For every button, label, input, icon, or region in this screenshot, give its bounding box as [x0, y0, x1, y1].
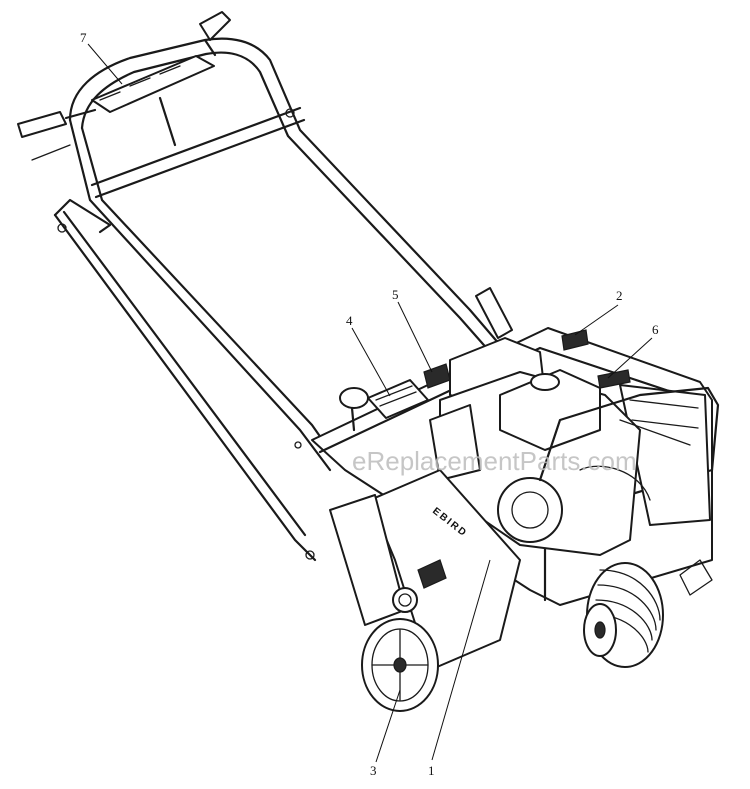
decals: [339, 329, 631, 432]
callout-1-label: 1: [428, 763, 435, 778]
engine: [429, 337, 720, 556]
callout-5-leader: [397, 301, 433, 373]
callout-5-label: 5: [392, 287, 399, 302]
callout-6-leader: [607, 337, 653, 379]
front-housing: EBIRD: [329, 469, 521, 671]
callout-1-leader: [431, 559, 491, 761]
handle-assembly: [17, 11, 513, 562]
callout-7-label: 7: [80, 30, 87, 45]
watermark-text: eReplacementParts.com: [352, 446, 637, 476]
callout-6-label: 6: [652, 322, 659, 337]
callout-3-leader: [375, 689, 401, 763]
callout-7-leader: [87, 43, 123, 85]
callout-3-label: 3: [370, 763, 377, 778]
callout-2-label: 2: [616, 288, 623, 303]
wheels: [361, 559, 713, 712]
callout-4-leader: [351, 327, 391, 397]
callout-2-leader: [574, 304, 619, 336]
callouts: 1 2 3 4 5 6 7: [80, 30, 659, 778]
callout-4-label: 4: [346, 313, 353, 328]
